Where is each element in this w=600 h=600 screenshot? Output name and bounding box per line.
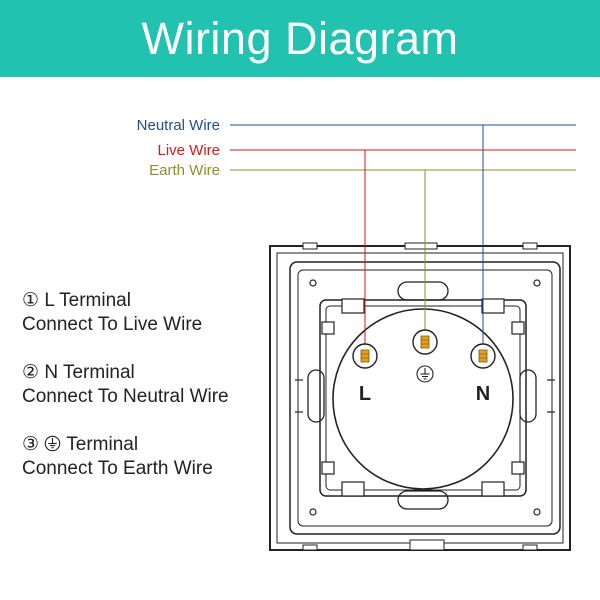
instruction-text: Connect To Neutral Wire (22, 386, 229, 407)
terminal-earth (412, 329, 438, 355)
neutral-wire-label: Neutral Wire (136, 117, 220, 134)
corner-clips (321, 298, 525, 497)
instruction-text: Connect To Live Wire (22, 314, 203, 335)
instruction-number: ③ (22, 434, 40, 455)
instruction-title: N Terminal (44, 362, 135, 383)
instruction-title: L Terminal (44, 290, 131, 311)
earth-wire-label: Earth Wire (149, 162, 220, 179)
instruction-text: Connect To Earth Wire (22, 458, 213, 479)
instruction-l-terminal: ① L Terminal Connect To Live Wire (22, 289, 202, 337)
earth-ground-icon (416, 365, 434, 383)
terminal-l-label: L (359, 383, 371, 405)
instruction-n-terminal: ② N Terminal Connect To Neutral Wire (22, 361, 229, 409)
instruction-number: ① (22, 290, 40, 311)
terminal-n (470, 343, 496, 369)
mounting-slots (307, 281, 537, 510)
instruction-title: Terminal (66, 434, 139, 455)
side-tabs (295, 379, 555, 413)
terminal-n-label: N (476, 383, 490, 405)
instruction-earth-terminal: ③ Terminal Connect To Earth Wire (22, 433, 213, 481)
instruction-number: ② (22, 362, 40, 383)
diagram-title: Wiring Diagram (141, 12, 459, 64)
socket-face (332, 308, 514, 490)
earth-ground-icon (45, 435, 61, 452)
title-banner: Wiring Diagram (0, 0, 600, 77)
socket-mechanism-box (319, 299, 527, 497)
terminal-l (352, 343, 378, 369)
live-wire-label: Live Wire (157, 142, 220, 159)
mounting-holes (309, 279, 541, 516)
